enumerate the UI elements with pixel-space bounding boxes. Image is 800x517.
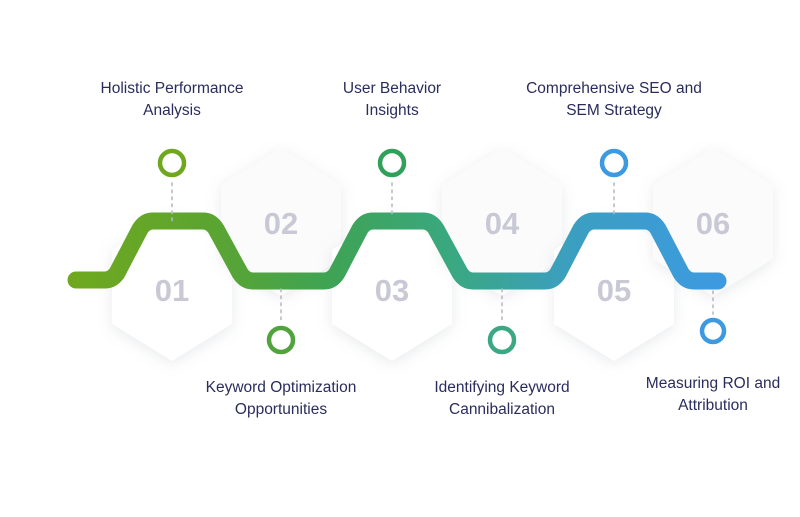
marker-ring-step-5[interactable] xyxy=(599,148,629,178)
hexagon-step-2 xyxy=(221,148,341,296)
step-label-5: Comprehensive SEO and SEM Strategy xyxy=(526,80,702,120)
hexagon-step-1 xyxy=(112,213,232,361)
marker-ring-step-6[interactable] xyxy=(699,317,727,345)
marker-ring-step-2[interactable] xyxy=(266,325,296,355)
step-number-2: 02 xyxy=(264,206,298,241)
hexagon-step-5 xyxy=(554,213,674,361)
marker-ring-step-4[interactable] xyxy=(487,325,517,355)
marker-ring-step-1[interactable] xyxy=(157,148,187,178)
step-label-6: Measuring ROI and Attribution xyxy=(645,375,781,415)
hexagon-step-4 xyxy=(442,148,562,296)
step-markers xyxy=(157,148,727,355)
step-label-3: User Behavior Insights xyxy=(342,80,442,120)
connector-lines xyxy=(171,182,714,321)
step-numbers: 01 02 03 04 05 06 xyxy=(155,206,730,308)
step-label-1: Holistic Performance Analysis xyxy=(100,80,244,120)
step-number-3: 03 xyxy=(375,273,409,308)
step-number-4: 04 xyxy=(485,206,520,241)
step-label-2: Keyword Optimization Opportunities xyxy=(205,379,357,419)
step-number-1: 01 xyxy=(155,273,189,308)
hexagon-backgrounds xyxy=(112,148,773,361)
process-ribbon-path xyxy=(67,212,727,290)
step-number-5: 05 xyxy=(597,273,631,308)
marker-ring-step-3[interactable] xyxy=(377,148,407,178)
step-label-4: Identifying Keyword Cannibalization xyxy=(434,379,570,419)
step-number-6: 06 xyxy=(696,206,730,241)
hexagon-step-3 xyxy=(332,213,452,361)
